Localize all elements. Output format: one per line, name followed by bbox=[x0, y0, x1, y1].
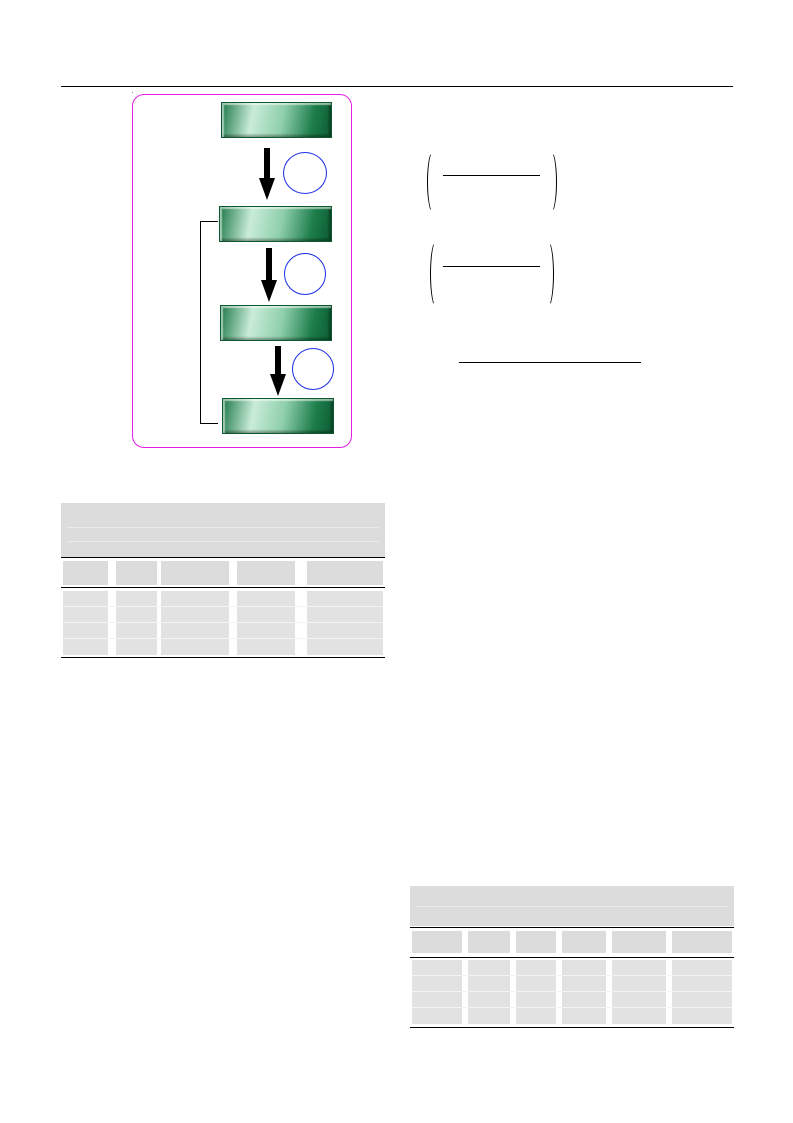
equation-3-numerator bbox=[459, 343, 641, 359]
flow-step-box-2 bbox=[219, 206, 332, 242]
table-2-header-cell bbox=[468, 931, 510, 953]
table-1-body-col bbox=[161, 591, 229, 655]
table-2-body-col bbox=[412, 960, 462, 1024]
equation-1-left-paren bbox=[427, 151, 439, 213]
table-2-body-col bbox=[468, 960, 510, 1024]
flow-step-box-4 bbox=[222, 398, 334, 434]
flow-arrow-3-head bbox=[270, 374, 286, 396]
table-1-header-cell bbox=[161, 561, 229, 585]
table-1 bbox=[61, 503, 385, 658]
equation-2-right-paren bbox=[542, 241, 554, 307]
table-1-header-cell bbox=[116, 561, 157, 585]
table-1-header-cell bbox=[307, 561, 383, 585]
loop-bracket bbox=[200, 221, 218, 424]
table-1-header-cell bbox=[237, 561, 295, 585]
flow-step-box-1 bbox=[221, 102, 332, 138]
equation-2-numerator bbox=[443, 247, 540, 263]
flow-arrow-1-head bbox=[259, 178, 275, 200]
stray-mark bbox=[132, 92, 133, 93]
flow-diagram-frame bbox=[132, 94, 352, 448]
equation-1-right-paren bbox=[545, 151, 557, 213]
table-1-body-col bbox=[237, 591, 295, 655]
page-header-text bbox=[61, 66, 733, 84]
table-2-caption-band bbox=[410, 886, 734, 926]
header-rule bbox=[61, 86, 733, 87]
table-1-body-col bbox=[63, 591, 108, 655]
equation-1-denominator bbox=[443, 178, 540, 194]
equation-2-denominator bbox=[443, 269, 540, 285]
table-1-caption-band bbox=[61, 503, 385, 557]
table-1-header-cell bbox=[63, 561, 108, 585]
flow-arrow-3-shaft bbox=[275, 346, 281, 376]
table-2-body-col bbox=[516, 960, 556, 1024]
table-2-body-col bbox=[672, 960, 732, 1024]
flow-step-box-3 bbox=[220, 305, 332, 341]
table-2-body-col bbox=[612, 960, 666, 1024]
table-2-header-cell bbox=[612, 931, 666, 953]
table-2-body-col bbox=[562, 960, 606, 1024]
table-2-header-cell bbox=[562, 931, 606, 953]
equation-3-fraction-bar bbox=[459, 362, 641, 363]
table-2-header-cell bbox=[516, 931, 556, 953]
table-2-header-cell bbox=[672, 931, 732, 953]
table-1-body-col bbox=[307, 591, 383, 655]
equation-2-left-paren bbox=[430, 241, 442, 307]
step-marker-circle-2 bbox=[284, 253, 326, 295]
figure-caption bbox=[132, 455, 352, 471]
equation-1-fraction-bar bbox=[443, 175, 540, 176]
flow-arrow-2-head bbox=[261, 280, 277, 302]
flow-arrow-2-shaft bbox=[266, 248, 272, 282]
equation-2-fraction-bar bbox=[443, 266, 540, 267]
equation-3-denominator bbox=[459, 365, 641, 381]
equation-1-numerator bbox=[443, 156, 540, 172]
table-1-body-col bbox=[116, 591, 157, 655]
step-marker-circle-3 bbox=[292, 348, 334, 390]
flow-arrow-1-shaft bbox=[264, 148, 270, 180]
table-2-header-cell bbox=[412, 931, 462, 953]
step-marker-circle-1 bbox=[283, 152, 327, 194]
table-2 bbox=[410, 886, 734, 1029]
